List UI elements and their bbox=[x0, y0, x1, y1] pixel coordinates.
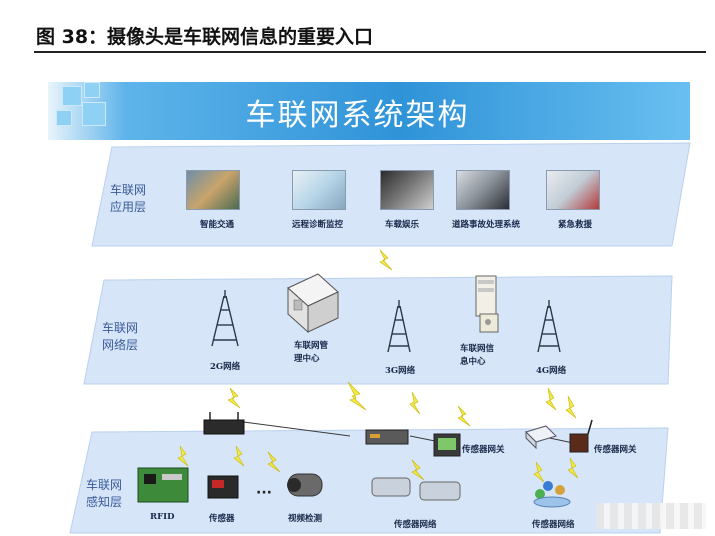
application-layer-label: 车联网 应用层 bbox=[110, 183, 147, 214]
rfid-board-icon bbox=[137, 467, 189, 503]
perception-layer-label: 车联网 感知层 bbox=[86, 478, 123, 509]
network-caption-2g: 2G网络 bbox=[210, 362, 241, 372]
lightning-icon bbox=[533, 461, 545, 483]
lightning-icon bbox=[565, 395, 577, 419]
app-caption: 远程诊断监控 bbox=[292, 220, 344, 230]
perception-layer-band bbox=[69, 427, 669, 534]
network-caption-info: 车联网信 息中心 bbox=[460, 344, 495, 367]
gateway-2-icon bbox=[569, 433, 589, 453]
people-network-icon bbox=[533, 481, 571, 508]
building-icon bbox=[287, 273, 339, 334]
tower-3g-icon bbox=[387, 300, 411, 353]
lightning-icon bbox=[233, 445, 245, 467]
perception-caption-gateway-2: 传感器网关 bbox=[594, 445, 637, 455]
tower-2g-icon bbox=[211, 290, 239, 347]
lightning-icon bbox=[545, 387, 557, 411]
app-caption: 智能交通 bbox=[200, 220, 235, 230]
vehicle-terminal-icon bbox=[365, 429, 409, 445]
figure-title: 图 38：摄像头是车联网信息的重要入口 bbox=[36, 26, 374, 48]
perception-caption-sensor-net-2: 传感器网络 bbox=[532, 520, 575, 530]
server-icon bbox=[475, 275, 499, 333]
accident-handling-image bbox=[456, 170, 510, 210]
perception-caption-video: 视频检测 bbox=[288, 514, 323, 524]
lightning-icon bbox=[267, 451, 281, 473]
perception-caption-gateway-1: 传感器网关 bbox=[462, 445, 505, 455]
diagram-title: 车联网系统架构 bbox=[245, 98, 470, 133]
app-caption: 紧急救援 bbox=[558, 220, 593, 230]
smart-traffic-image bbox=[186, 170, 240, 210]
lightning-icon bbox=[177, 445, 189, 467]
network-caption-3g: 3G网络 bbox=[385, 366, 416, 376]
app-caption: 车载娱乐 bbox=[385, 220, 420, 230]
lightning-icon bbox=[567, 457, 579, 479]
lightning-icon bbox=[409, 391, 421, 415]
emergency-rescue-image bbox=[546, 170, 600, 210]
lightning-icon bbox=[347, 381, 367, 411]
perception-caption-sensor: 传感器 bbox=[209, 514, 235, 524]
lightning-icon bbox=[411, 459, 425, 481]
lightning-icon bbox=[457, 405, 471, 427]
perception-caption-rfid: RFID bbox=[150, 512, 175, 522]
network-layer-band bbox=[83, 275, 673, 385]
tower-4g-icon bbox=[537, 300, 561, 353]
diagram-banner bbox=[48, 82, 690, 140]
title-rule bbox=[34, 51, 706, 53]
lightning-bolts bbox=[177, 249, 579, 483]
cars-icon bbox=[371, 477, 461, 501]
router-device-icon bbox=[203, 419, 245, 435]
watermark-blur bbox=[596, 503, 706, 529]
network-caption-mgmt: 车联网管 理中心 bbox=[294, 341, 329, 364]
perception-caption-sensor-net-1: 传感器网络 bbox=[394, 520, 437, 530]
lightning-icon bbox=[227, 387, 241, 409]
ellipsis: ··· bbox=[256, 485, 272, 501]
app-caption: 道路事故处理系统 bbox=[452, 220, 521, 230]
network-caption-4g: 4G网络 bbox=[536, 366, 567, 376]
network-layer-label: 车联网 网络层 bbox=[102, 321, 139, 352]
lightning-icon bbox=[379, 249, 393, 271]
remote-diagnosis-image bbox=[292, 170, 346, 210]
in-car-entertainment-image bbox=[380, 170, 434, 210]
camera-icon bbox=[287, 473, 323, 497]
